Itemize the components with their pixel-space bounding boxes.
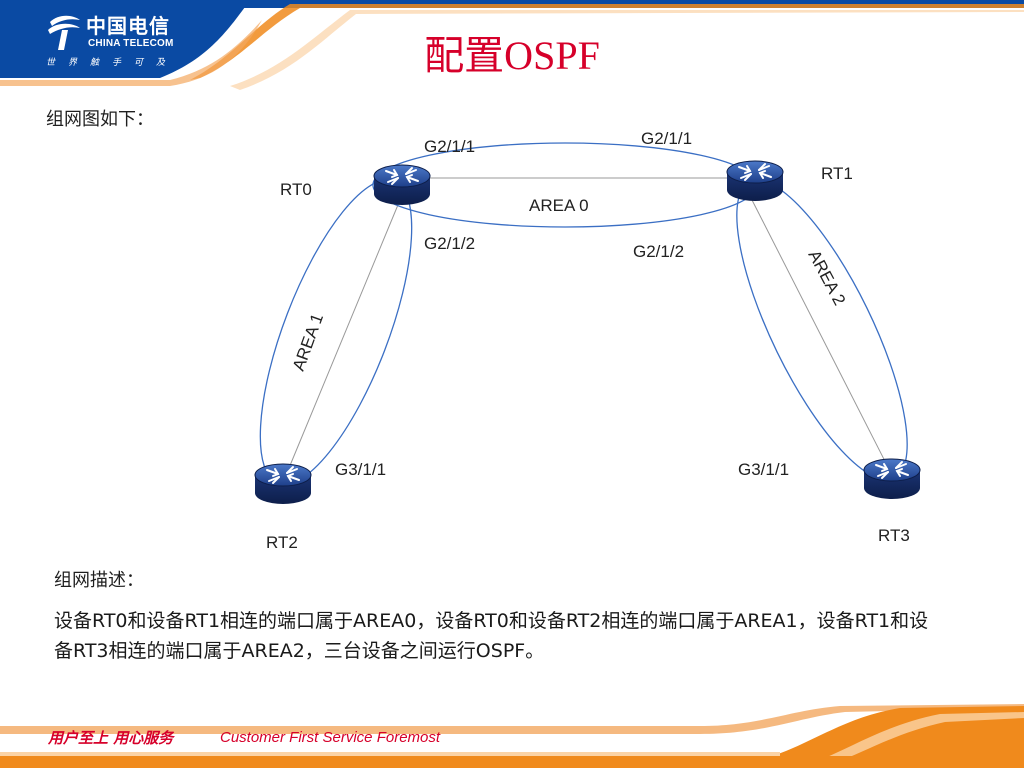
- port-rt3-g3-1-1: G3/1/1: [738, 460, 789, 479]
- router-rt0-label: RT0: [280, 180, 312, 199]
- router-rt0-icon: [373, 164, 431, 206]
- area-0-label: AREA 0: [529, 196, 589, 215]
- logo-slogan: 世界触手可及: [46, 58, 179, 68]
- router-rt2-label: RT2: [266, 533, 298, 552]
- china-telecom-logo-icon: [48, 15, 80, 50]
- link-rt0-rt2: [283, 199, 401, 481]
- router-rt1-label: RT1: [821, 164, 853, 183]
- router-rt2-icon: [254, 463, 312, 505]
- port-rt0-g2-1-2: G2/1/2: [424, 234, 475, 253]
- network-diagram: RT0 RT1 RT2 RT3 AREA 0 AREA 1 AREA 2 G2/…: [254, 129, 921, 552]
- logo-chinese-name: 中国电信: [86, 14, 170, 38]
- area-2-label: AREA 2: [804, 247, 849, 308]
- port-rt1-g2-1-1: G2/1/1: [641, 129, 692, 148]
- logo-english-name: CHINA TELECOM: [88, 38, 174, 49]
- description-text: 设备RT0和设备RT1相连的端口属于AREA0，设备RT0和设备RT2相连的端口…: [54, 610, 929, 662]
- footer-slogan-english: Customer First Service Foremost: [220, 729, 441, 746]
- footer-banner: [0, 704, 1024, 768]
- area-1-label: AREA 1: [289, 311, 327, 373]
- router-rt3-icon: [863, 458, 921, 500]
- slide-title: 配置OSPF: [424, 33, 600, 78]
- port-rt0-g2-1-1: G2/1/1: [424, 137, 475, 156]
- diagram-caption: 组网图如下：: [46, 109, 154, 130]
- footer-slogan-chinese: 用户至上 用心服务: [48, 729, 174, 747]
- port-rt2-g3-1-1: G3/1/1: [335, 460, 386, 479]
- description-heading: 组网描述：: [54, 570, 144, 591]
- area-1-boundary: [259, 178, 413, 486]
- area-2-boundary: [736, 179, 908, 481]
- router-rt1-icon: [726, 160, 784, 202]
- router-rt3-label: RT3: [878, 526, 910, 545]
- port-rt1-g2-1-2: G2/1/2: [633, 242, 684, 261]
- link-rt1-rt3: [751, 199, 893, 476]
